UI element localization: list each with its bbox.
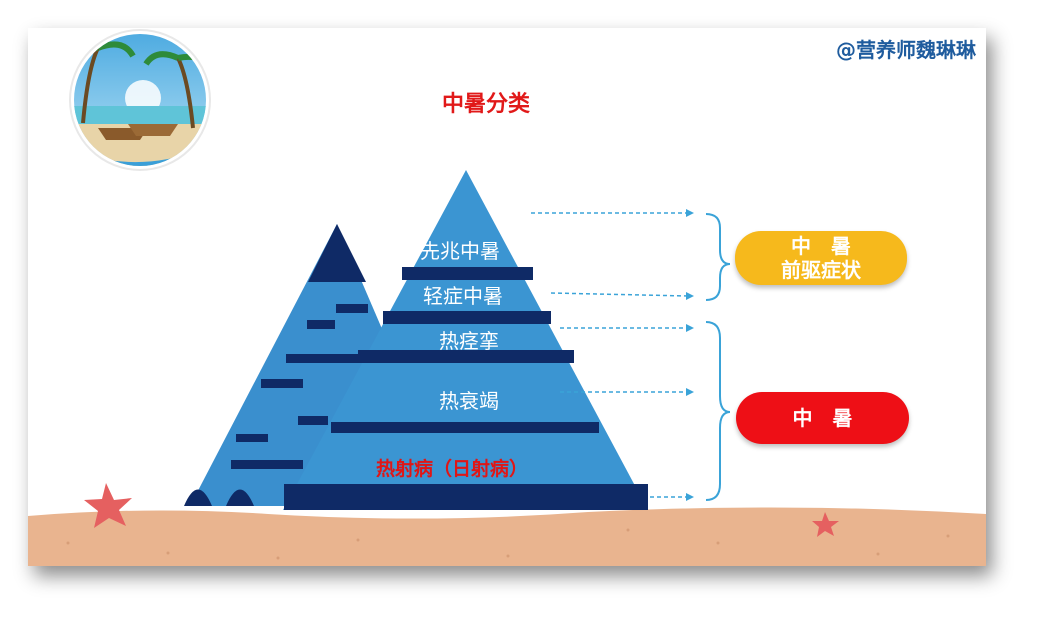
pill-heatstroke: 中 暑	[736, 392, 909, 444]
band-1	[402, 267, 533, 280]
beach-badge-icon	[69, 29, 211, 171]
band-2	[383, 311, 551, 324]
pill-heatstroke-label: 中 暑	[792, 406, 853, 430]
starfish-icon	[84, 483, 132, 528]
brace-main	[705, 321, 731, 501]
base-band	[284, 484, 648, 510]
pill-prodromal-line2: 前驱症状	[781, 258, 861, 282]
band-4	[331, 422, 599, 433]
pill-prodromal: 中 暑 前驱症状	[735, 231, 907, 285]
scene	[28, 29, 986, 566]
brace-pre	[705, 213, 731, 301]
level-heat-cramps: 热痉挛	[439, 329, 499, 353]
slide: @营养师魏琳琳 中暑分类 先兆中暑 轻症中暑 热痉挛 热衰竭 热射病（日射病） …	[28, 28, 986, 566]
diagram-title: 中暑分类	[442, 92, 531, 117]
pill-prodromal-line1: 中 暑	[791, 234, 851, 258]
level-heat-exhaustion: 热衰竭	[439, 389, 499, 413]
band-3	[358, 350, 574, 363]
arrows	[531, 212, 689, 498]
level-heat-stroke: 热射病（日射病）	[376, 458, 529, 480]
starfish-small-icon	[812, 512, 839, 537]
level-mild-heatstroke: 轻症中暑	[423, 284, 503, 308]
level-precursor-heatstroke: 先兆中暑	[420, 239, 500, 263]
main-pyramid	[283, 170, 648, 510]
watermark: @营养师魏琳琳	[836, 38, 976, 62]
sand	[28, 507, 986, 566]
